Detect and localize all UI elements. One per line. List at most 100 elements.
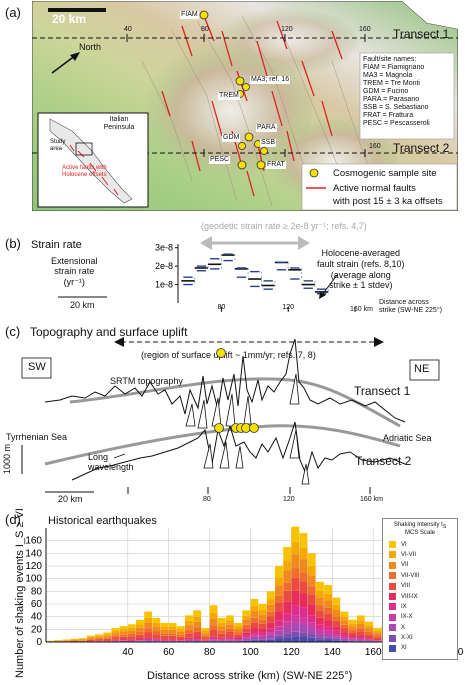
d-bar-segment: [152, 617, 161, 623]
d-bar-segment: [176, 631, 185, 635]
map-legend-box: [301, 163, 458, 211]
d-bar-segment: [127, 624, 136, 628]
d-bar-segment: [275, 595, 283, 603]
d-bar-segment: [217, 617, 226, 623]
d-bar-segment: [111, 635, 120, 638]
d-y-tick-label: 80: [31, 586, 43, 597]
grid-tick-80: 80: [201, 26, 209, 33]
d-bar-segment: [209, 625, 218, 630]
legend-site-symbol: [309, 168, 319, 178]
d-bar-segment: [242, 635, 251, 638]
d-bar-segment: [324, 585, 332, 594]
d-bar-segment: [160, 639, 169, 641]
d-bar-segment: [291, 554, 300, 569]
d-bar-segment: [250, 622, 259, 629]
d-x-tick-label: 40: [122, 647, 134, 658]
d-bar-segment: [70, 638, 79, 640]
d-bar-segment: [275, 638, 283, 642]
d-bar-segment: [144, 637, 153, 639]
d-bar-segment: [324, 626, 332, 631]
d-bar-segment: [266, 628, 275, 633]
d-bar-segment: [119, 629, 128, 632]
d-bar-segment: [365, 637, 373, 639]
b-ylabel-line: strain rate: [54, 266, 95, 277]
shaking-legend-label: VI: [401, 541, 407, 548]
d-bar-segment: [258, 635, 267, 638]
north-arrow: [51, 54, 77, 74]
d-bar-segment: [299, 547, 308, 560]
c-tick-120: 120: [283, 496, 295, 503]
map-scale-label: 20 km: [52, 12, 87, 26]
d-bar-segment: [250, 628, 259, 633]
t1-srtm-profile: [44, 338, 406, 423]
d-bar-segment: [356, 615, 365, 621]
d-bar-segment: [258, 632, 267, 636]
d-bar-segment: [127, 639, 136, 641]
d-bar-segment: [225, 639, 234, 641]
d-bar-segment: [152, 631, 161, 635]
d-bar-segment: [111, 637, 120, 640]
d-bar-segment: [225, 620, 234, 625]
d-bar-segment: [373, 632, 382, 636]
holocene-line: Holocene-averaged: [321, 248, 401, 258]
d-bar-segment: [332, 633, 341, 637]
d-bar-segment: [373, 635, 382, 638]
shaking-legend-swatch: [389, 561, 396, 569]
inset-peninsula-label: Italian Peninsula: [103, 116, 135, 132]
d-y-tick-label: 140: [25, 548, 42, 559]
b-ylabel-line: (yr⁻¹): [63, 276, 85, 287]
shaking-legend-label: IX-X: [401, 614, 413, 621]
d-bar-segment: [78, 638, 87, 639]
d-bar-segment: [111, 630, 120, 634]
shaking-legend-swatch: [389, 593, 396, 601]
d-bar-segment: [152, 622, 161, 627]
d-bar-segment: [307, 553, 316, 566]
d-bar-segment: [193, 638, 202, 640]
d-y-tick-label: 120: [25, 561, 42, 572]
d-bar-segment: [315, 639, 324, 642]
d-bar-segment: [225, 624, 234, 629]
long-wavelength-label: Long wavelength: [88, 452, 134, 473]
d-bar-segment: [348, 626, 357, 630]
geodetic-note: (geodetic strain rate ≥ 2e-8 yr⁻¹; refs.…: [201, 221, 367, 231]
sw-label: SW: [28, 361, 46, 373]
d-bar-segment: [307, 628, 316, 635]
d-bar-segment: [217, 638, 226, 640]
d-bar-segment: [340, 640, 349, 642]
d-bar-segment: [315, 610, 324, 618]
d-bar-segment: [103, 637, 112, 639]
d-bar-segment: [144, 617, 153, 623]
d-bar-segment: [348, 629, 357, 633]
shaking-legend-item: VI-VII: [389, 550, 457, 560]
map-scale-bar: [48, 8, 106, 12]
d-bar-segment: [185, 620, 193, 626]
d-bar-segment: [135, 624, 144, 628]
d-bar-segment: [266, 616, 275, 623]
d-bar-segment: [275, 602, 283, 612]
d-bar-segment: [242, 637, 251, 639]
d-bar-segment: [332, 630, 341, 634]
d-bar-segment: [242, 624, 251, 629]
d-bar-segment: [242, 640, 251, 642]
d-bar-segment: [225, 636, 234, 638]
d-bar-segment: [307, 604, 316, 616]
d-bar-segment: [209, 605, 218, 613]
d-bar-segment: [373, 639, 382, 641]
d-bar-segment: [340, 628, 349, 633]
d-bar-segment: [242, 632, 251, 636]
d-bar-segment: [160, 635, 169, 639]
d-bar-segment: [70, 639, 79, 641]
geodetic-arrow: [200, 236, 310, 250]
d-bar-segment: [250, 640, 259, 642]
shaking-legend-item: VIII: [389, 581, 457, 591]
shaking-legend-label: VI-VII: [401, 551, 417, 558]
grid-tick-160: 160: [359, 26, 371, 33]
d-bar-segment: [373, 628, 382, 631]
d-ylabel: Number of shaking events I_S ≥ VI: [14, 508, 26, 678]
d-bar-segment: [95, 634, 103, 636]
d-bar-segment: [373, 637, 382, 640]
d-bar-segment: [275, 635, 283, 639]
site-label-pesc: PESC: [209, 156, 231, 165]
d-bar-segment: [299, 533, 308, 548]
d-bar-segment: [324, 630, 332, 634]
